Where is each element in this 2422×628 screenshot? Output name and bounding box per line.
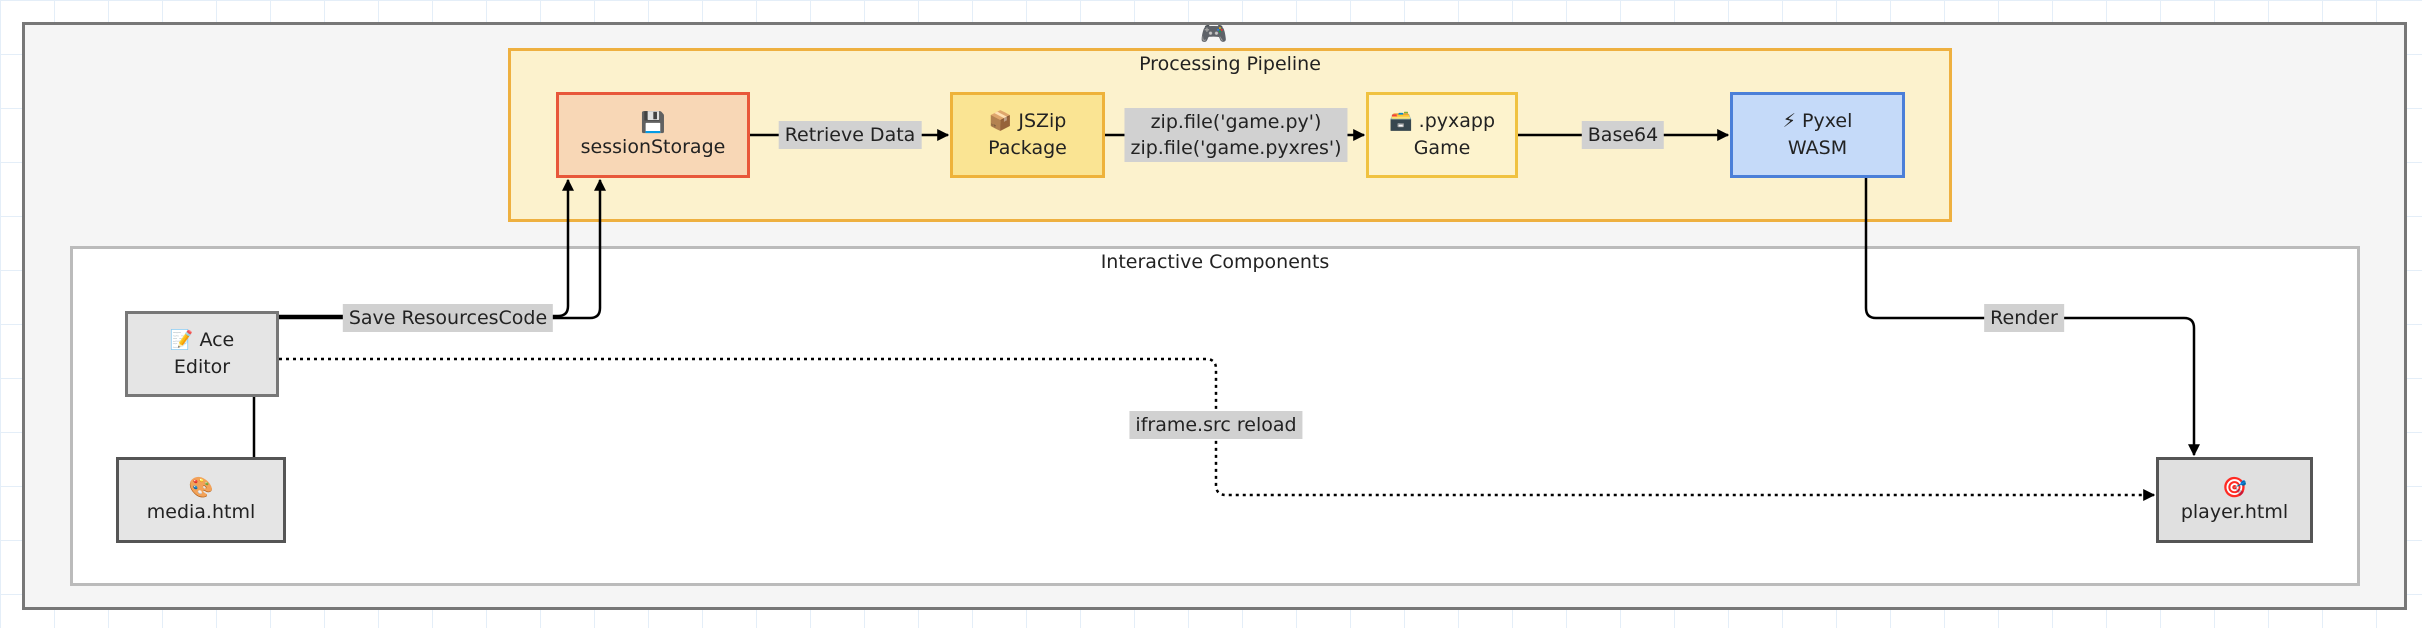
edge-label-save-resources-code: Save ResourcesCode: [342, 304, 554, 332]
session-storage-node: 💾 sessionStorage: [556, 92, 750, 178]
edge-label-zip-line1: zip.file('game.py'): [1150, 111, 1322, 133]
media-html-node: 🎨 media.html: [116, 457, 286, 543]
pyxapp-label-line1: 🗃️ .pyxapp: [1388, 110, 1496, 132]
pyxapp-label-line2: Game: [1413, 137, 1471, 159]
ace-label-line2: Editor: [173, 356, 231, 378]
pyxapp-game-node: 🗃️ .pyxapp Game: [1366, 92, 1518, 178]
edge-label-zip-files: zip.file('game.py') zip.file('game.pyxre…: [1124, 108, 1348, 162]
jszip-label-line1: 📦 JSZip: [988, 110, 1067, 132]
edge-label-render: Render: [1984, 304, 2064, 332]
pipeline-group-title: Processing Pipeline: [1139, 53, 1321, 75]
palette-icon: 🎨: [188, 474, 214, 499]
player-html-node: 🎯 player.html: [2156, 457, 2313, 543]
edge-label-iframe-reload: iframe.src reload: [1129, 411, 1303, 439]
edge-ace-session: [279, 178, 574, 318]
edge-label-base64: Base64: [1581, 121, 1665, 149]
floppy-disk-icon: 💾: [640, 109, 666, 134]
interactive-group-title: Interactive Components: [1100, 251, 1330, 273]
player-html-label: player.html: [2180, 500, 2289, 523]
jszip-package-node: 📦 JSZip Package: [950, 92, 1105, 178]
pyxel-label-line1: ⚡ Pyxel: [1782, 110, 1853, 132]
edge-label-zip-line2: zip.file('game.pyxres'): [1130, 137, 1342, 159]
edge-label-retrieve-data: Retrieve Data: [778, 121, 922, 149]
ace-editor-node: 📝 Ace Editor: [125, 311, 279, 397]
gamepad-icon: 🎮: [1200, 22, 1228, 47]
jszip-label-line2: Package: [988, 137, 1067, 159]
pyxel-wasm-node: ⚡ Pyxel WASM: [1730, 92, 1905, 178]
target-icon: 🎯: [2222, 474, 2247, 499]
ace-label-line1: 📝 Ace: [169, 329, 235, 351]
pyxel-label-line2: WASM: [1787, 137, 1848, 159]
session-storage-label: sessionStorage: [580, 135, 726, 158]
media-html-label: media.html: [146, 500, 256, 523]
